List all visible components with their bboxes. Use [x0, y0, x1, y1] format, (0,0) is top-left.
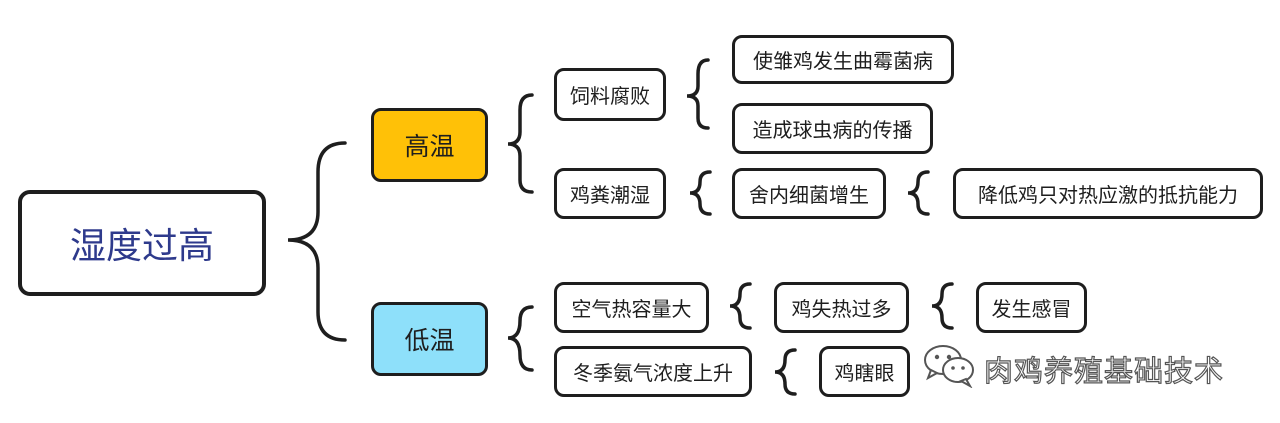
- bacteria-label: 舍内细菌增生: [749, 183, 869, 207]
- heat-loss-label: 鸡失热过多: [791, 297, 892, 321]
- ammonia-label: 冬季氨气浓度上升: [573, 361, 733, 385]
- air-heat-node: 空气热容量大: [554, 282, 709, 333]
- bacteria-node: 舍内细菌增生: [732, 168, 886, 219]
- heat-stress-label: 降低鸡只对热应激的抵抗能力: [978, 183, 1238, 207]
- watermark-text: 肉鸡养殖基础技术: [983, 353, 1225, 388]
- cold-label: 发生感冒: [991, 297, 1072, 321]
- manure-brace: [689, 170, 712, 216]
- wechat-icon: [924, 345, 974, 388]
- blindness-label: 鸡瞎眼: [834, 361, 895, 385]
- air-heat-brace: [729, 282, 752, 330]
- root-label: 湿度过高: [69, 226, 214, 267]
- heat-stress-node: 降低鸡只对热应激的抵抗能力: [953, 168, 1263, 219]
- coccidiosis-label: 造成球虫病的传播: [752, 118, 913, 142]
- high-temp-label: 高温: [404, 132, 455, 161]
- aspergillosis-node: 使雏鸡发生曲霉菌病: [732, 35, 954, 84]
- low-temp-label: 低温: [404, 326, 455, 355]
- root-brace: [287, 141, 347, 342]
- high-temp-brace: [507, 93, 534, 194]
- high-temp-node: 高温: [371, 108, 488, 182]
- feed-brace: [686, 58, 710, 130]
- manure-damp-label: 鸡粪潮湿: [570, 183, 650, 207]
- feed-spoil-label: 饲料腐败: [570, 84, 650, 108]
- feed-spoil-node: 饲料腐败: [554, 68, 666, 121]
- heat-loss-brace: [931, 282, 954, 330]
- low-temp-node: 低温: [371, 302, 488, 376]
- coccidiosis-node: 造成球虫病的传播: [732, 103, 933, 154]
- ammonia-brace: [774, 348, 797, 396]
- bacteria-brace: [907, 170, 930, 216]
- low-temp-brace: [507, 305, 534, 372]
- manure-damp-node: 鸡粪潮湿: [554, 168, 666, 219]
- blindness-node: 鸡瞎眼: [819, 346, 910, 397]
- ammonia-node: 冬季氨气浓度上升: [554, 346, 752, 397]
- cold-node: 发生感冒: [976, 282, 1087, 333]
- air-heat-label: 空气热容量大: [571, 297, 692, 321]
- aspergillosis-label: 使雏鸡发生曲霉菌病: [753, 49, 933, 73]
- heat-loss-node: 鸡失热过多: [774, 282, 909, 333]
- root-node: 湿度过高: [18, 190, 266, 296]
